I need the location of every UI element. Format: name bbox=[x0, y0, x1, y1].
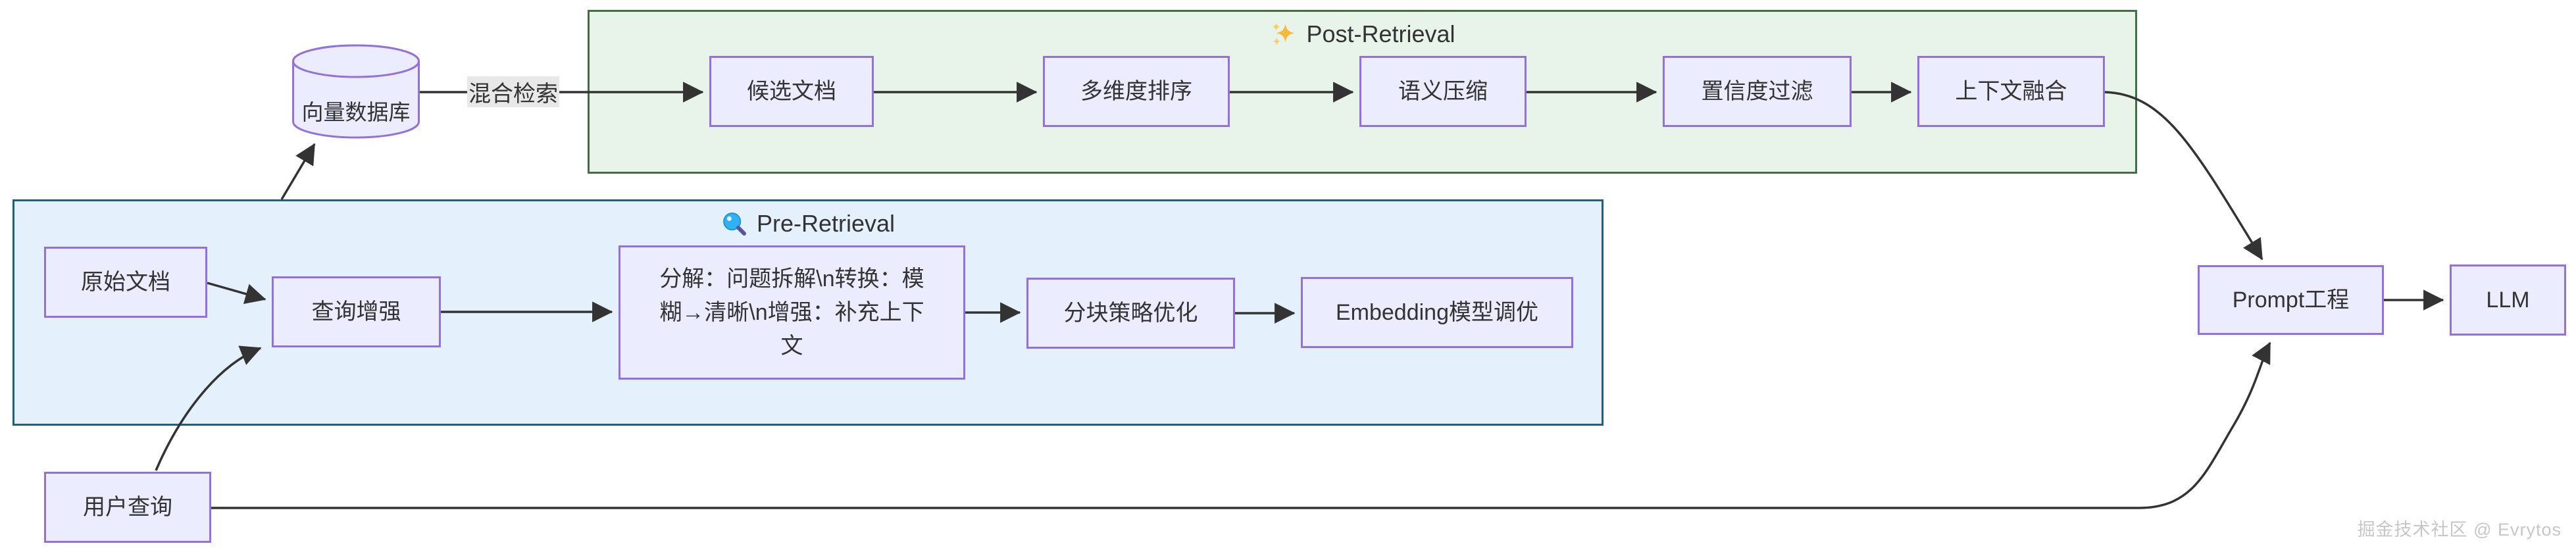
node-semantic-compression: 语义压缩 bbox=[1359, 56, 1527, 127]
node-llm: LLM bbox=[2450, 264, 2566, 336]
post-retrieval-title: Post-Retrieval bbox=[590, 18, 2135, 50]
query-detail-line-3: 文 bbox=[780, 333, 803, 359]
pre-retrieval-title-label: Pre-Retrieval bbox=[756, 210, 896, 237]
node-embedding-tuning: Embedding模型调优 bbox=[1301, 277, 1573, 348]
edge-preretrieval-to-vectordb bbox=[280, 143, 316, 200]
magnifier-icon bbox=[723, 213, 746, 236]
database-cylinder-icon bbox=[292, 44, 420, 139]
sparkles-icon bbox=[1272, 22, 1295, 45]
node-query-detail: 分解：问题拆解\n转换：模 糊→清晰\n增强：补充上下 文 bbox=[619, 245, 965, 380]
post-retrieval-title-label: Post-Retrieval bbox=[1306, 20, 1455, 47]
node-query-enhance: 查询增强 bbox=[272, 276, 441, 347]
query-detail-line-1: 分解：问题拆解\n转换：模 bbox=[659, 266, 924, 291]
pre-retrieval-title: Pre-Retrieval bbox=[14, 208, 1602, 239]
hybrid-retrieval-edge-label: 混合检索 bbox=[467, 76, 559, 107]
node-raw-docs: 原始文档 bbox=[44, 247, 207, 318]
node-multidim-ranking: 多维度排序 bbox=[1043, 56, 1230, 127]
query-detail-line-2: 糊→清晰\n增强：补充上下 bbox=[659, 299, 924, 325]
node-candidate-docs: 候选文档 bbox=[709, 56, 874, 127]
vector-db-node: 向量数据库 bbox=[292, 43, 420, 139]
vector-db-label: 向量数据库 bbox=[301, 100, 411, 124]
node-chunking-strategy: 分块策略优化 bbox=[1026, 278, 1235, 349]
watermark: 掘金技术社区 @ Evrytos bbox=[2357, 520, 2562, 540]
node-user-query: 用户查询 bbox=[44, 472, 211, 543]
node-confidence-filter: 置信度过滤 bbox=[1663, 56, 1852, 127]
node-context-fusion: 上下文融合 bbox=[1917, 56, 2105, 127]
node-prompt-engineering: Prompt工程 bbox=[2198, 265, 2384, 335]
